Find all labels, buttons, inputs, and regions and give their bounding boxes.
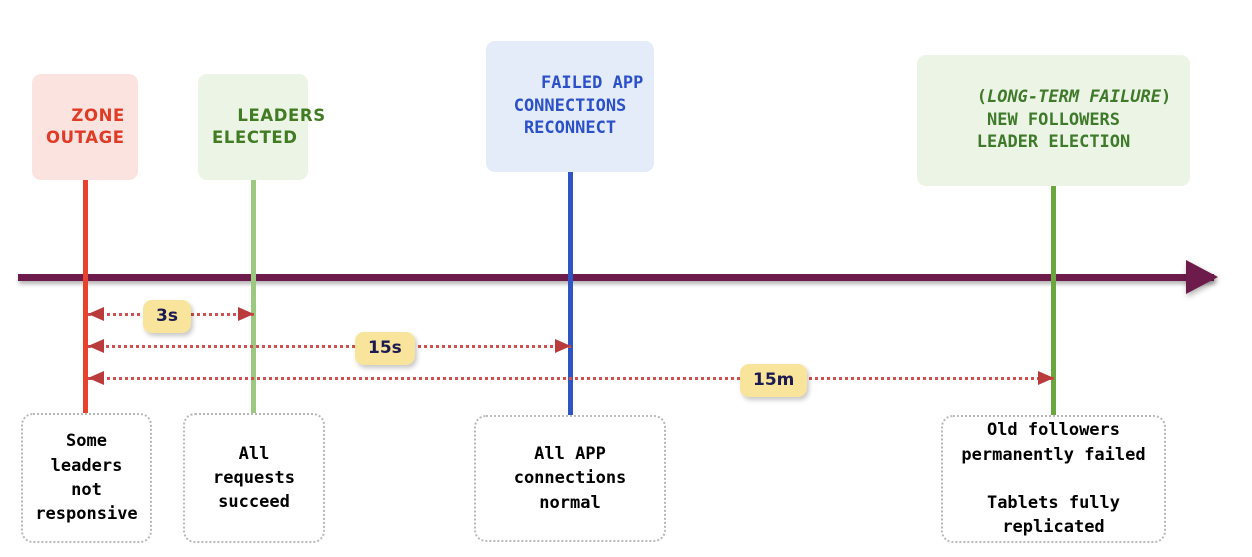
event-line-leaders-elected (251, 126, 256, 423)
note-box-zone-outage-text: Some leaders not responsive (35, 431, 138, 525)
duration-rail-15s (88, 345, 571, 348)
event-chip-leaders-elected: LEADERS ELECTED (198, 74, 325, 181)
event-chip-leaders-elected-label: LEADERS ELECTED (212, 105, 326, 147)
duration-arrow-right-icon-15s (555, 339, 571, 353)
duration-badge-15s-label: 15s (368, 338, 402, 358)
duration-measure-15m (88, 369, 1054, 389)
event-chip-new-followers-leader-election: (LONG-TERM FAILURE) NEW FOLLOWERS LEADER… (917, 55, 1190, 187)
note-box-leaders-elected: All requests succeed (183, 413, 325, 543)
duration-badge-3s-label: 3s (156, 306, 178, 326)
event-chip-zone-outage: ZONE OUTAGE (32, 74, 138, 181)
note-box-failed-app-connections: All APP connections normal (474, 415, 666, 542)
duration-badge-3s: 3s (143, 300, 191, 333)
duration-arrow-left-icon-15s (88, 339, 104, 353)
event-line-failed-app-connections (568, 127, 573, 423)
event-chip-zone-outage-label: ZONE OUTAGE (46, 105, 125, 147)
duration-rail-15m (88, 377, 1054, 380)
paren-open: ( (976, 87, 987, 108)
event-line-zone-outage (83, 128, 88, 423)
event-chip-new-followers-leader-election-line1: (LONG-TERM FAILURE) (977, 87, 1172, 107)
event-chip-failed-app-connections: FAILED APP CONNECTIONS RECONNECT (486, 41, 654, 173)
note-box-failed-app-connections-text: All APP connections normal (513, 444, 627, 513)
timeline-axis-arrow-icon (1186, 260, 1218, 294)
timeline-axis (18, 274, 1214, 281)
duration-badge-15s: 15s (355, 332, 415, 365)
duration-arrow-right-icon-15m (1038, 371, 1054, 385)
note-box-leaders-elected-text: All requests succeed (213, 443, 295, 513)
event-chip-new-followers-leader-election-line2: NEW FOLLOWERS (986, 109, 1121, 130)
long-term-failure-emphasis: LONG-TERM FAILURE (986, 87, 1161, 108)
event-chip-failed-app-connections-label: FAILED APP CONNECTIONS RECONNECT (513, 73, 644, 139)
note-box-zone-outage: Some leaders not responsive (21, 413, 152, 543)
duration-badge-15m: 15m (740, 364, 808, 397)
paren-close: ) (1160, 87, 1172, 108)
duration-arrow-left-icon-3s (88, 307, 104, 321)
note-box-new-followers-leader-election-text: Old followers permanently failed Tablets… (961, 420, 1146, 538)
duration-badge-15m-label: 15m (753, 370, 795, 390)
event-chip-new-followers-leader-election-line3: LEADER ELECTION (976, 132, 1131, 153)
duration-measure-15s (88, 337, 571, 357)
duration-arrow-right-icon-3s (238, 307, 254, 321)
duration-arrow-left-icon-15m (88, 371, 104, 385)
note-box-new-followers-leader-election: Old followers permanently failed Tablets… (941, 415, 1166, 543)
event-line-new-followers-leader-election (1051, 126, 1056, 423)
